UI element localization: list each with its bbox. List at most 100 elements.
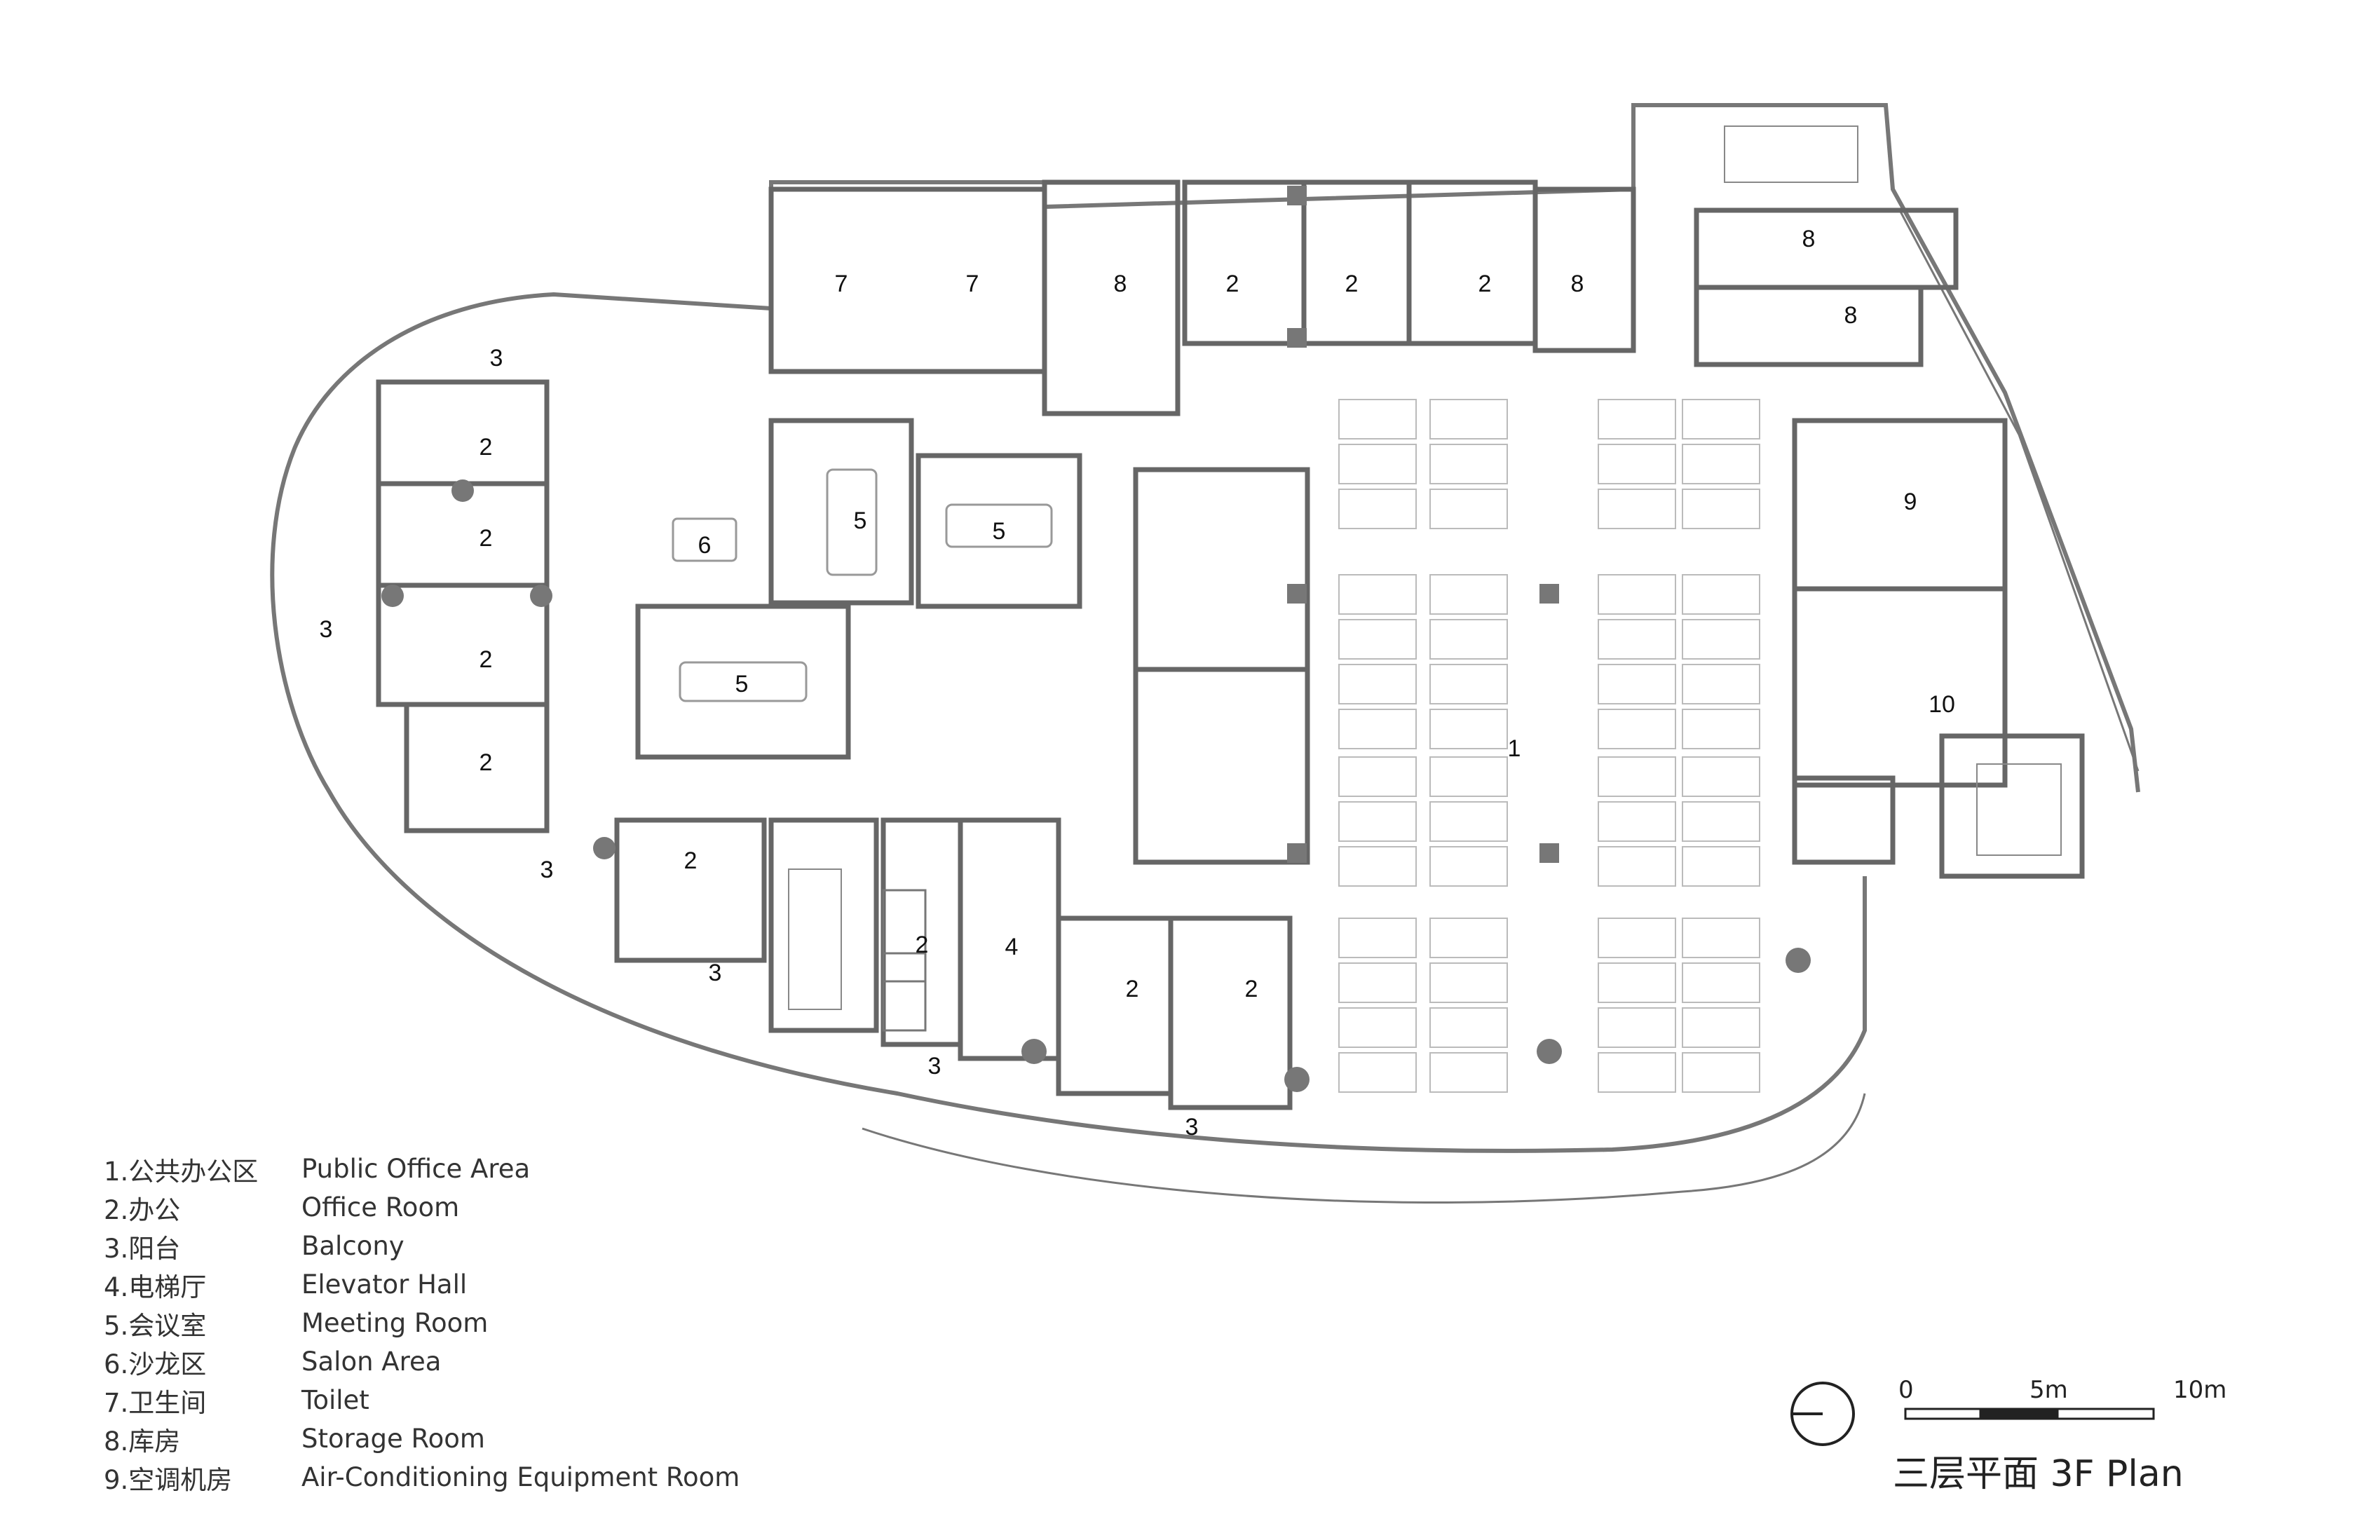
workstation [1682, 619, 1760, 660]
workstation [1682, 709, 1760, 749]
facade [270, 103, 2140, 1204]
workstation [1429, 1007, 1508, 1048]
room-label-2: 2 [1245, 976, 1258, 1002]
workstation [1682, 1052, 1760, 1093]
workstation [1682, 1007, 1760, 1048]
workstation [1429, 801, 1508, 842]
room-label-5: 5 [854, 507, 867, 534]
workstation [1598, 801, 1676, 842]
workstation [1338, 801, 1417, 842]
workstation [1338, 399, 1417, 439]
stairs [788, 125, 2062, 1010]
workstation [1682, 962, 1760, 1003]
room-label-8: 8 [1571, 271, 1584, 297]
workstation [1682, 801, 1760, 842]
workstation [1338, 1007, 1417, 1048]
workstation-grid [1338, 399, 1760, 1093]
workstation [1682, 918, 1760, 958]
room-label-2: 2 [1478, 271, 1492, 297]
workstation [1429, 1052, 1508, 1093]
room-label-8: 8 [1114, 271, 1127, 297]
workstation [1429, 962, 1508, 1003]
room-label-3: 3 [490, 345, 503, 372]
workstation [1429, 619, 1508, 660]
room-label-2: 2 [480, 646, 493, 673]
room-label-9: 9 [1904, 489, 1917, 515]
workstation [1598, 918, 1676, 958]
workstation [1338, 846, 1417, 887]
workstation [1598, 846, 1676, 887]
room-label-2: 2 [684, 847, 698, 874]
room-label-7: 7 [835, 271, 848, 297]
room-labels: 1 2 2 2 2 2 2 2 2 2 2 2 3 3 3 3 3 3 4 5 … [320, 226, 1955, 1140]
room-label-3: 3 [928, 1053, 941, 1079]
room-label-2: 2 [916, 932, 929, 958]
workstation [1598, 756, 1676, 797]
workstation [1682, 574, 1760, 615]
workstation [1429, 918, 1508, 958]
room-label-3: 3 [709, 960, 722, 986]
room-label-5: 5 [993, 518, 1006, 545]
meeting-tables [672, 468, 1053, 1032]
workstation [1338, 756, 1417, 797]
room-label-3: 3 [320, 616, 333, 643]
workstation [1682, 846, 1760, 887]
workstation [1682, 399, 1760, 439]
room-label-2: 2 [480, 525, 493, 552]
room-label-2: 2 [480, 434, 493, 461]
workstation [1429, 444, 1508, 484]
room-walls [376, 179, 2085, 1110]
room-label-2: 2 [1226, 271, 1239, 297]
room-label-3: 3 [540, 857, 554, 883]
workstation [1598, 574, 1676, 615]
workstation [1598, 489, 1676, 529]
scale-bar [1904, 1408, 2155, 1420]
workstation [1338, 1052, 1417, 1093]
workstation [1338, 489, 1417, 529]
room-label-4: 4 [1005, 934, 1019, 960]
workstation [1429, 489, 1508, 529]
workstation [1598, 399, 1676, 439]
north-arrow [1790, 1382, 1855, 1446]
room-label-2: 2 [480, 749, 493, 776]
room-label-10: 10 [1929, 691, 1955, 718]
room-label-2: 2 [1126, 976, 1139, 1002]
workstation [1598, 664, 1676, 704]
scale-tick-10m: 10m [2173, 1376, 2227, 1404]
room-label-1: 1 [1508, 735, 1521, 762]
workstation [1338, 962, 1417, 1003]
workstation [1338, 444, 1417, 484]
columns [381, 186, 1811, 1092]
workstation [1429, 709, 1508, 749]
workstation [1682, 489, 1760, 529]
workstation [1338, 709, 1417, 749]
scale-tick-5m: 5m [2029, 1376, 2068, 1404]
workstation [1338, 574, 1417, 615]
workstation [1338, 664, 1417, 704]
workstation [1598, 619, 1676, 660]
workstation [1598, 444, 1676, 484]
workstation [1429, 574, 1508, 615]
workstation [1338, 918, 1417, 958]
workstation [1682, 664, 1760, 704]
room-label-3: 3 [1185, 1114, 1199, 1140]
plan-title: 三层平面 3F Plan [1893, 1453, 2184, 1495]
workstation [1682, 756, 1760, 797]
workstation [1598, 709, 1676, 749]
workstation [1429, 399, 1508, 439]
scale-tick-0: 0 [1898, 1376, 1914, 1404]
room-label-2: 2 [1345, 271, 1359, 297]
workstation [1598, 1052, 1676, 1093]
workstation [1682, 444, 1760, 484]
workstation [1598, 962, 1676, 1003]
